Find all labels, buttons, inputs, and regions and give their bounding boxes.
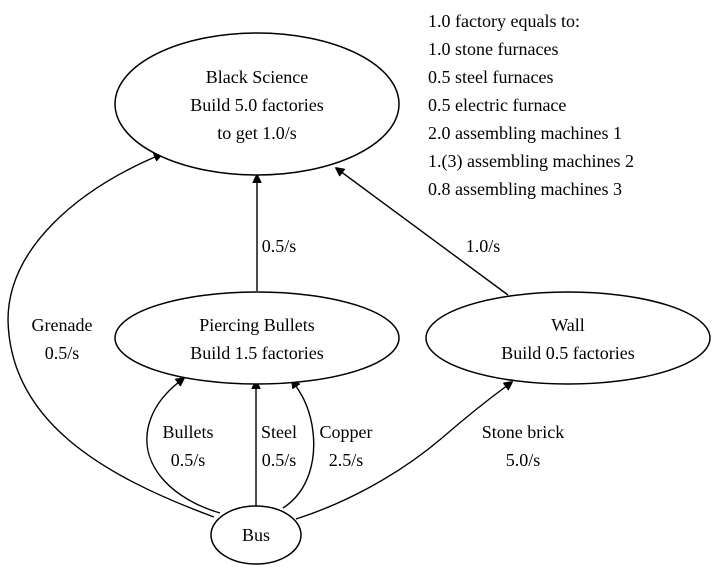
edge-label-copper-line1: Copper: [320, 422, 373, 442]
edge-label-bullets-line2: 0.5/s: [171, 450, 206, 470]
node-black-science: Black Science Build 5.0 factories to get…: [114, 32, 400, 176]
edge-label-stone-brick-line2: 5.0/s: [506, 450, 541, 470]
edge-label-bullets-line1: Bullets: [162, 422, 213, 442]
edge-stone-brick: Stone brick 5.0/s: [295, 382, 565, 520]
edge-label-grenade-line2: 0.5/s: [45, 343, 80, 363]
note-line-steel-furnaces: 0.5 steel furnaces: [428, 67, 553, 87]
node-bus-label: Bus: [242, 525, 270, 545]
edge-grenade: Grenade 0.5/s: [7, 154, 215, 518]
edge-label-stone-brick-line1: Stone brick: [482, 422, 565, 442]
node-bus: Bus: [210, 505, 302, 565]
node-black-science-title: Black Science: [206, 67, 308, 87]
node-piercing-bullets-title: Piercing Bullets: [199, 315, 315, 335]
note-line-electric-furnace: 0.5 electric furnace: [428, 95, 566, 115]
factory-equivalence-note: 1.0 factory equals to: 1.0 stone furnace…: [428, 11, 634, 199]
edge-label-piercing-rate: 0.5/s: [262, 236, 297, 256]
node-wall-title: Wall: [551, 315, 585, 335]
node-wall-build: Build 0.5 factories: [501, 343, 634, 363]
node-piercing-bullets-build: Build 1.5 factories: [190, 343, 323, 363]
edge-label-steel-line2: 0.5/s: [262, 450, 297, 470]
edge-label-steel-line1: Steel: [261, 422, 297, 442]
node-black-science-rate: to get 1.0/s: [217, 123, 297, 143]
edge-label-copper-line2: 2.5/s: [329, 450, 364, 470]
node-piercing-bullets: Piercing Bullets Build 1.5 factories: [114, 291, 400, 385]
edge-label-grenade-line1: Grenade: [32, 315, 93, 335]
edge-piercing-to-science: 0.5/s: [257, 175, 296, 291]
edge-copper: Copper 2.5/s: [282, 380, 373, 509]
note-line-header: 1.0 factory equals to:: [428, 11, 580, 31]
node-wall: Wall Build 0.5 factories: [425, 291, 711, 385]
edge-label-wall-rate: 1.0/s: [466, 236, 501, 256]
edge-steel: Steel 0.5/s: [256, 381, 297, 506]
note-line-assembler-3: 0.8 assembling machines 3: [428, 179, 622, 199]
node-black-science-build: Build 5.0 factories: [190, 95, 323, 115]
note-line-assembler-2: 1.(3) assembling machines 2: [428, 151, 634, 172]
note-line-stone-furnaces: 1.0 stone furnaces: [428, 39, 558, 59]
note-line-assembler-1: 2.0 assembling machines 1: [428, 123, 622, 143]
edge-bullets: Bullets 0.5/s: [146, 378, 221, 514]
edge-wall-to-science: 1.0/s: [336, 168, 509, 296]
